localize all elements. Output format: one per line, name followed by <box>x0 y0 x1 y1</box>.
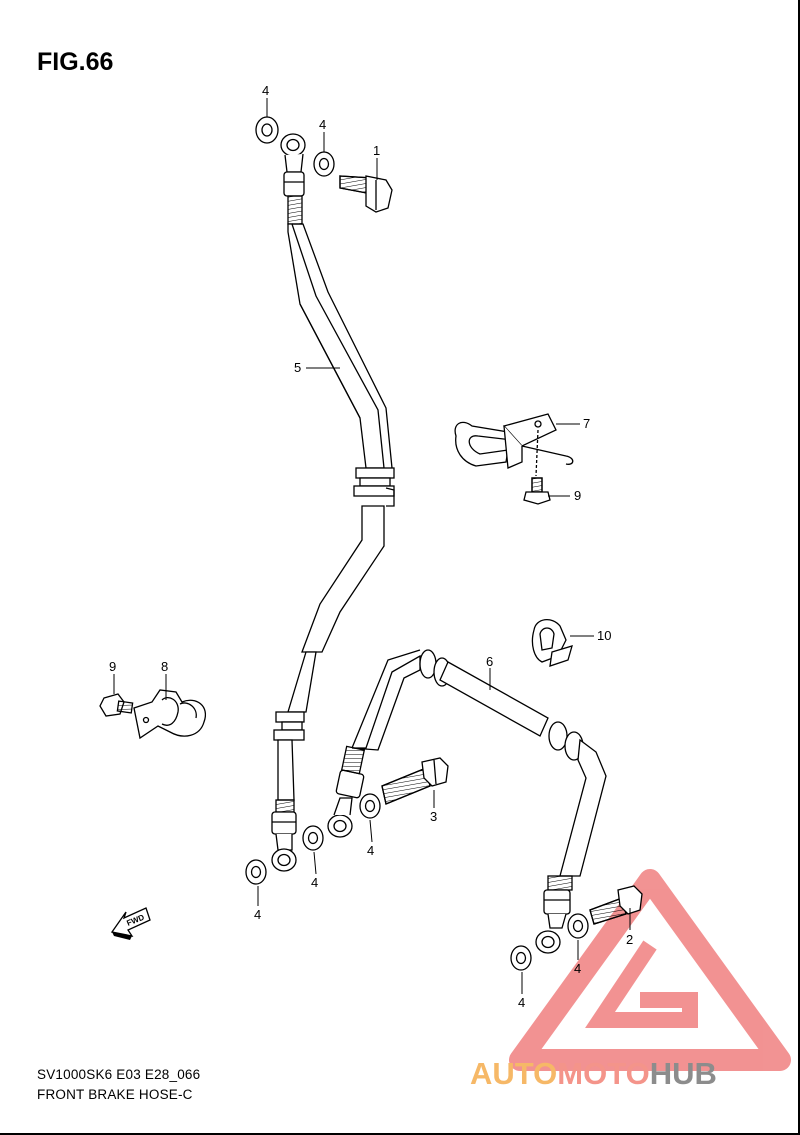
union-bolt-3-icon <box>381 757 449 805</box>
watermark-moto: MOTO <box>557 1056 649 1091</box>
washer-icon <box>313 151 335 177</box>
callout-10: 10 <box>597 628 611 643</box>
callout-1: 1 <box>373 143 380 158</box>
callout-4: 4 <box>262 83 269 98</box>
watermark-logo-icon <box>509 869 791 1071</box>
washer-icon <box>245 859 267 885</box>
washer-group <box>245 116 589 971</box>
callout-2: 2 <box>626 932 633 947</box>
leader-lines <box>113 98 631 994</box>
hose-clamp-7-icon <box>454 413 574 477</box>
callout-7: 7 <box>583 416 590 431</box>
callout-4: 4 <box>311 875 318 890</box>
hose-clamp-8-icon <box>133 689 207 740</box>
washer-icon <box>510 945 532 971</box>
callout-5: 5 <box>294 360 301 375</box>
bolt-9-lower-icon <box>99 693 134 717</box>
diagram-caption: FRONT BRAKE HOSE-C <box>37 1087 193 1102</box>
callout-3: 3 <box>430 809 437 824</box>
svg-text:AUTOMOTOHUB: AUTOMOTOHUB <box>470 1056 717 1091</box>
union-bolt-2-icon <box>589 885 643 925</box>
union-bolt-1-icon <box>339 175 393 213</box>
callout-8: 8 <box>161 659 168 674</box>
callout-4: 4 <box>254 907 261 922</box>
washer-icon <box>255 116 279 144</box>
fwd-arrow-icon: FWD <box>110 907 151 940</box>
callout-labels: 4 4 1 5 7 9 10 6 9 8 3 4 4 4 2 4 4 <box>109 83 633 1010</box>
washer-icon <box>567 913 589 939</box>
brake-hose-6 <box>327 649 607 954</box>
watermark-auto: AUTO <box>470 1056 557 1091</box>
washer-icon <box>302 825 324 851</box>
callout-4: 4 <box>574 961 581 976</box>
figure-title: FIG.66 <box>37 48 114 76</box>
callout-6: 6 <box>486 654 493 669</box>
model-code: SV1000SK6 E03 E28_066 <box>37 1067 201 1082</box>
callout-4: 4 <box>518 995 525 1010</box>
bolt-9-upper-icon <box>523 477 551 505</box>
callout-9: 9 <box>574 488 581 503</box>
watermark-text: AUTOMOTOHUB <box>470 1056 717 1091</box>
watermark-hub: HUB <box>650 1056 717 1091</box>
washer-icon <box>359 793 381 819</box>
brake-hose-5 <box>271 133 395 872</box>
clamp-10-icon <box>531 619 573 667</box>
callout-4: 4 <box>367 843 374 858</box>
callout-9: 9 <box>109 659 116 674</box>
callout-4: 4 <box>319 117 326 132</box>
